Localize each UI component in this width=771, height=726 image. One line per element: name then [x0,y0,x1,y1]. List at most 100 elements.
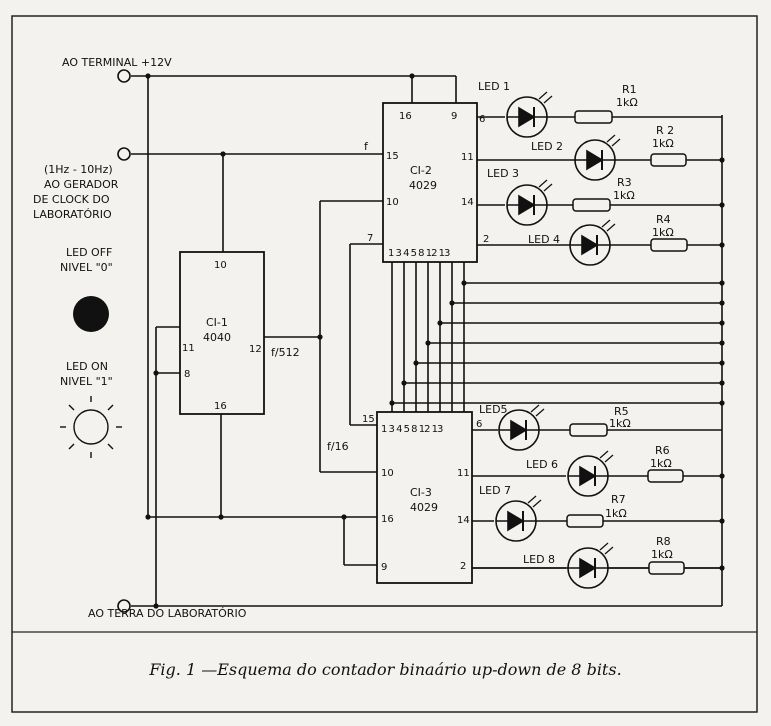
r6-name: R6 [655,444,670,457]
ci3-pin10: 10 [381,468,394,479]
label-f16: f/16 [327,440,349,453]
label-led-off-2: NIVEL "0" [60,261,113,274]
ci2-pin6: 6 [479,114,485,125]
terminal-clock [117,147,131,161]
label-gen1: AO GERADOR [44,178,119,191]
ci3-pin11: 11 [457,468,470,479]
led-3 [506,179,553,226]
label-f: f [364,140,369,153]
junction-dot [341,514,347,520]
junction-dot [413,360,419,366]
ci2-pin10: 10 [386,197,399,208]
r1-value: 1kΩ [616,96,638,109]
ci2-pin7: 7 [367,233,373,244]
ci1-pin8: 8 [184,369,190,380]
led-1 [506,91,553,138]
led-8 [567,542,614,589]
led2-label: LED 2 [531,140,563,153]
junction-dot [153,370,159,376]
resistor-2 [615,153,722,167]
ci2-pins-bottom: 1 3 4 5 8 12 13 [388,248,450,259]
resistor-1 [547,110,722,124]
junction-dot [461,280,467,286]
r3-name: R3 [617,176,632,189]
ci3-part: 4029 [410,501,438,514]
resistor-7 [536,514,722,528]
ci3-pins-top: 1 3 4 5 8 12 13 [381,424,443,435]
resistor-3 [547,198,722,212]
ci2-pin14: 14 [461,197,474,208]
ci3-pin6: 6 [476,419,482,430]
junction-dot [153,603,159,609]
label-gen3: LABORATÓRIO [33,208,112,221]
r3-value: 1kΩ [613,189,635,202]
ci3-pin15: 15 [362,414,375,425]
junction-dot [719,518,725,524]
led-4 [569,219,616,266]
r2-name: R 2 [656,124,674,137]
ci1-pin12: 12 [249,344,262,355]
led-on-indicator [60,396,122,458]
led-group [495,91,621,589]
led6-label: LED 6 [526,458,558,471]
ci3-pin9: 9 [381,562,387,573]
ci2-pin2: 2 [483,234,489,245]
r7-value: 1kΩ [605,507,627,520]
ci3-pin2: 2 [460,561,466,572]
junction-dot [401,380,407,386]
led-2 [574,134,621,181]
junction-dot [719,320,725,326]
junction-dot [145,514,151,520]
chip-ci3 [376,411,473,584]
led4-label: LED 4 [528,233,560,246]
chip-ci2 [382,102,478,263]
junction-dot [719,300,725,306]
junction-dot [719,157,725,163]
label-ground: AO TERRA DO LABORATÓRIO [88,607,247,620]
resistor-6 [608,469,722,483]
junction-dot [449,300,455,306]
junction-dot [437,320,443,326]
led-off-indicator [73,296,109,332]
junction-dot [409,73,415,79]
r4-name: R4 [656,213,671,226]
junction-dot [719,360,725,366]
label-freq: (1Hz - 10Hz) [44,163,113,176]
label-led-off-1: LED OFF [66,246,112,259]
ci3-pin14: 14 [457,515,470,526]
junction-dot [719,340,725,346]
resistor-4 [610,238,722,252]
led1-label: LED 1 [478,80,510,93]
resistor-group [536,110,722,575]
junction-dot [145,73,151,79]
led-6 [567,450,614,497]
ci1-name: CI-1 [206,316,228,329]
junction-dot [218,514,224,520]
figure-caption: Fig. 1 —Esquema do contador binaário up-… [149,660,622,679]
label-terminal: AO TERMINAL +12V [62,56,172,69]
led-7 [495,495,542,542]
ci3-pin16: 16 [381,514,394,525]
r4-value: 1kΩ [652,226,674,239]
led-5 [498,404,545,451]
junction-dot [719,400,725,406]
led5-label: LED5 [479,403,508,416]
r2-value: 1kΩ [652,137,674,150]
led7-label: LED 7 [479,484,511,497]
ci2-name: CI-2 [410,164,432,177]
junction-dots [145,73,725,609]
junction-dot [317,334,323,340]
junction-dot [425,340,431,346]
ci2-pin11: 11 [461,152,474,163]
ci3-name: CI-3 [410,486,432,499]
junction-dot [719,565,725,571]
r8-name: R8 [656,535,671,548]
ci1-part: 4040 [203,331,231,344]
r1-name: R1 [622,83,637,96]
junction-dot [719,473,725,479]
terminal-ground [117,599,131,613]
ci2-part: 4029 [409,179,437,192]
label-f512: f/512 [271,346,300,359]
label-led-on-2: NIVEL "1" [60,375,113,388]
